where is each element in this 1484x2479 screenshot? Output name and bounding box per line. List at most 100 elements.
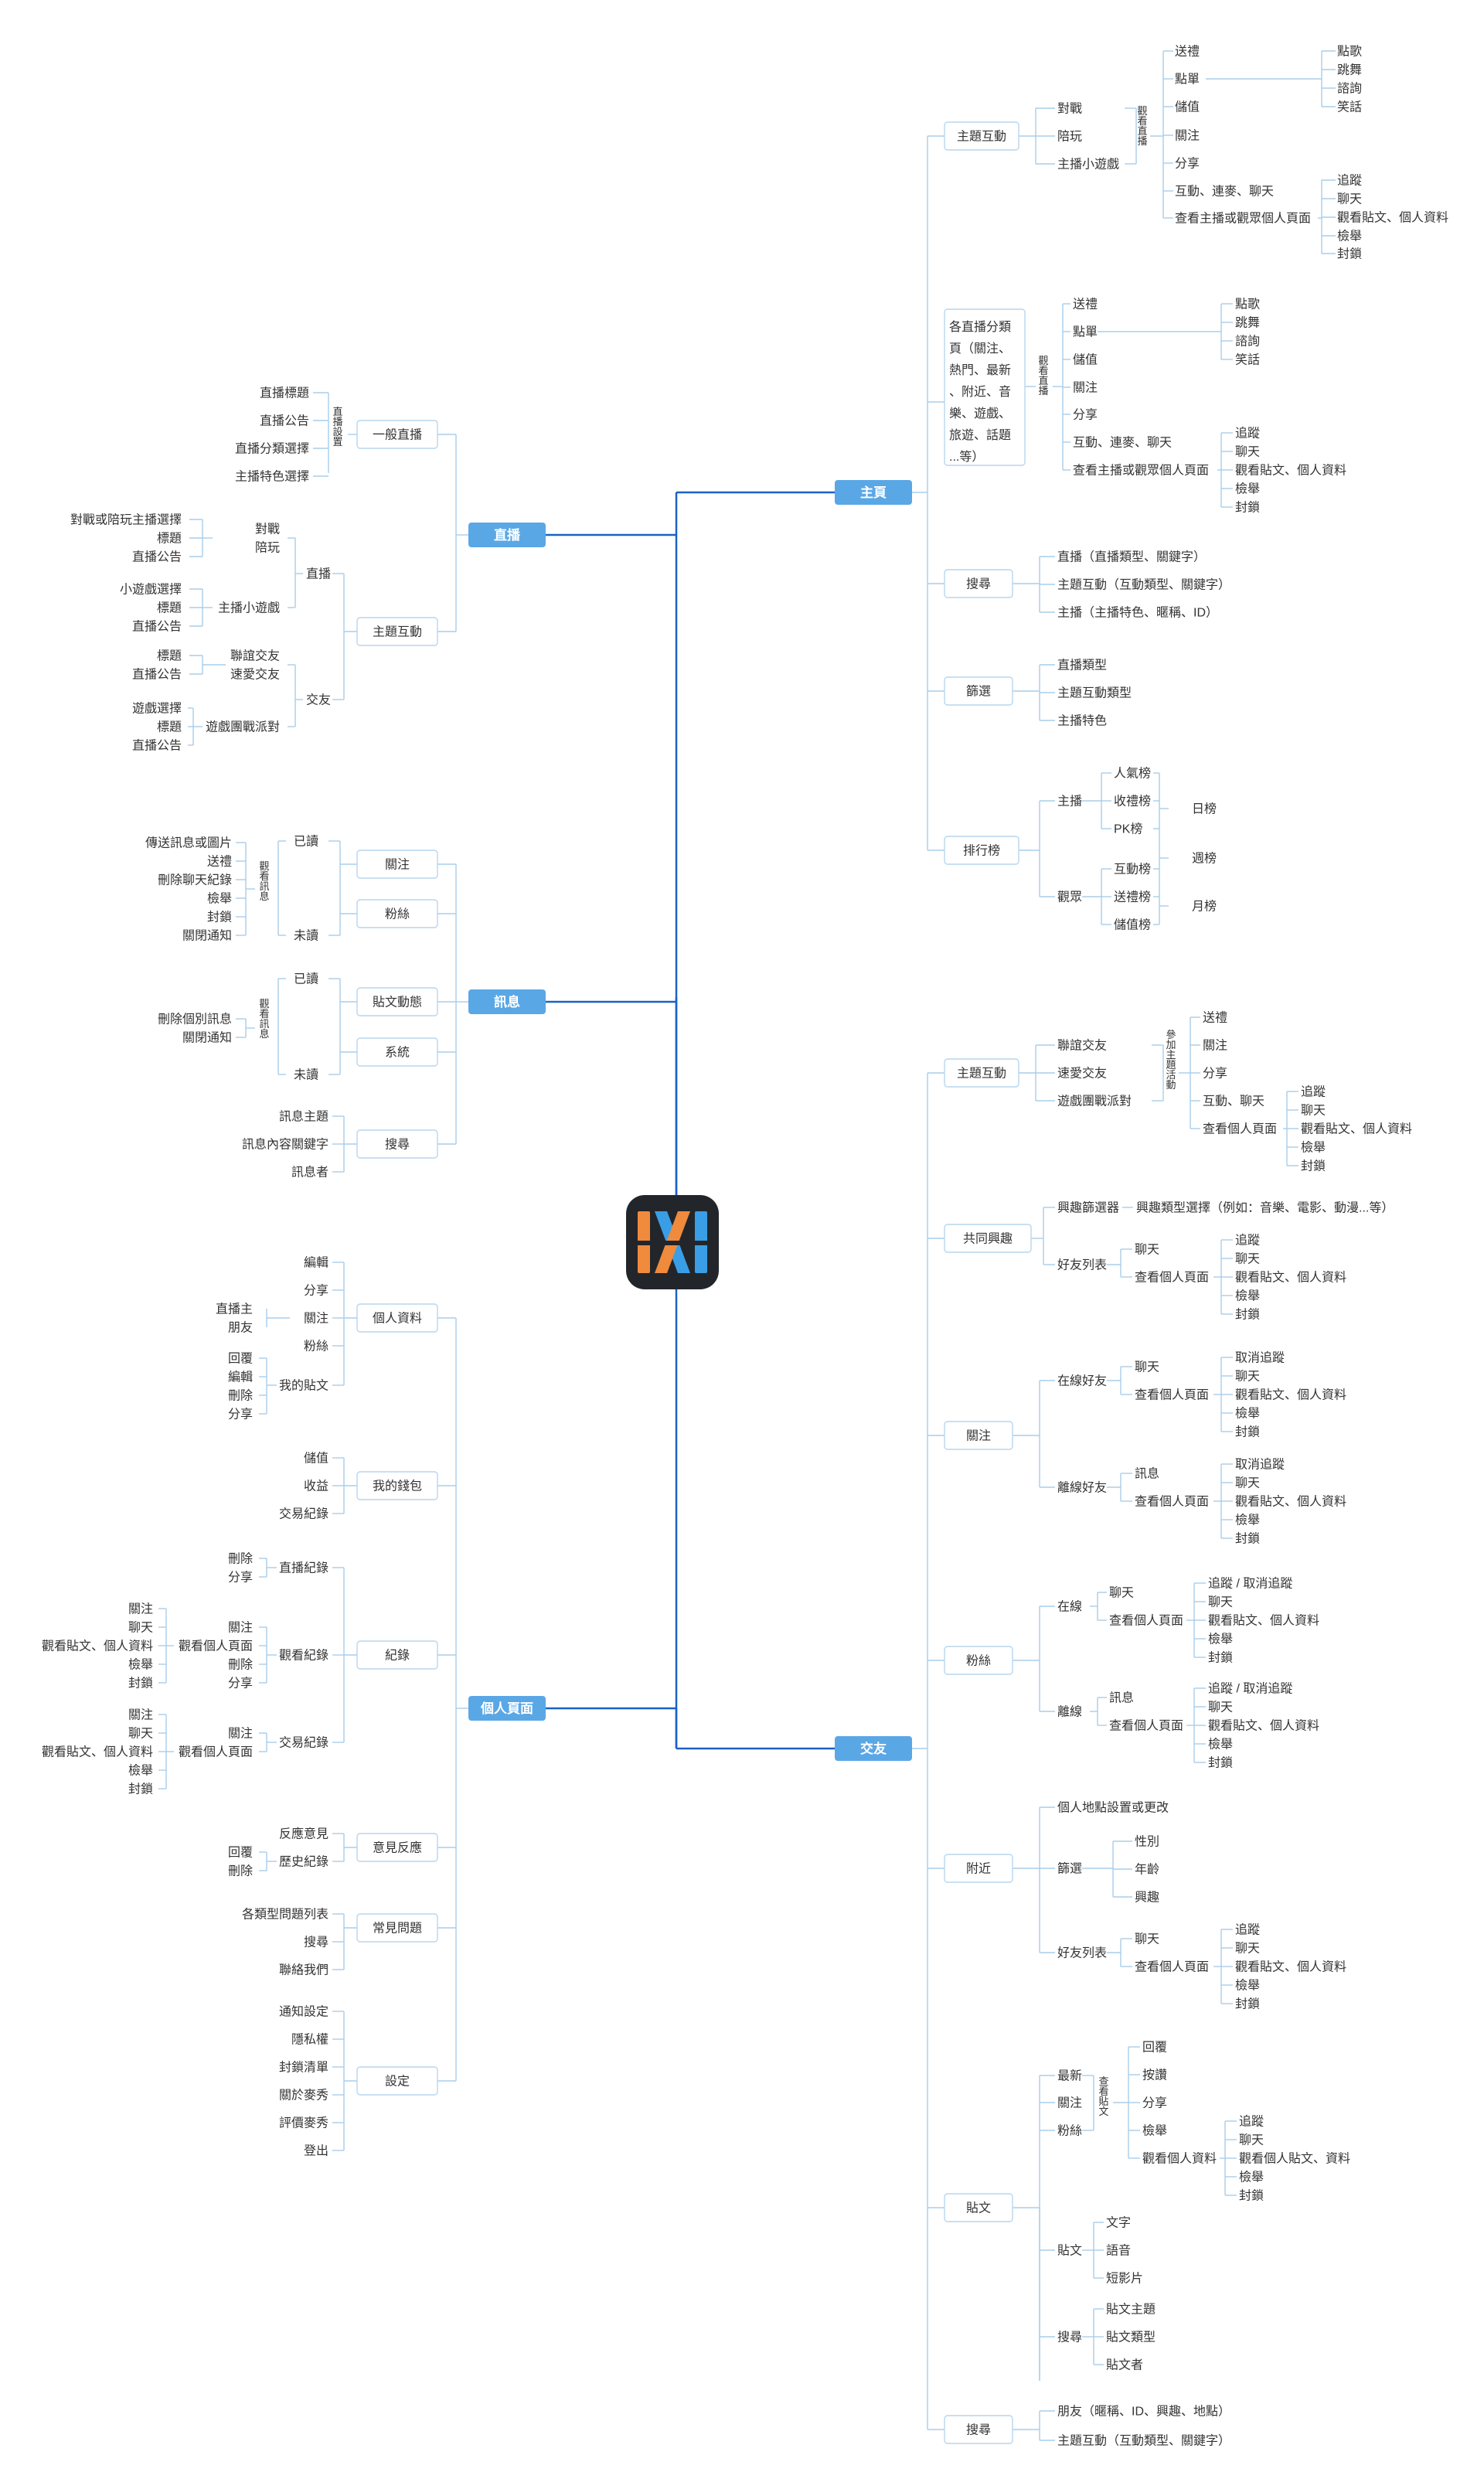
node-xunxi[interactable]	[468, 989, 546, 1014]
node-zhuye-label: 主頁	[860, 485, 887, 500]
geren-post-分享: 分享	[228, 1408, 253, 1422]
jiaoyou-topic-box[interactable]	[944, 1058, 1019, 1088]
zhuye-profile-封鎖: 封鎖	[1337, 247, 1362, 261]
geren-設定-box[interactable]	[356, 2066, 438, 2096]
zhuye-topic-interaction-box[interactable]	[944, 121, 1019, 151]
xunxi-系統-box[interactable]	[356, 1037, 438, 1067]
geren-watch-sub-封鎖: 封鎖	[128, 1677, 153, 1691]
svg-text:各直播分類: 各直播分類	[949, 320, 1011, 334]
svg-text:加: 加	[1166, 1039, 1176, 1051]
jiaoyou-follow-離線好友: 離線好友	[1057, 1481, 1107, 1495]
jiaoyou-nearby-年齡: 年齡	[1135, 1863, 1159, 1877]
zhibo-normal-box[interactable]	[356, 420, 438, 449]
jiaoyou-interest: 共同興趣	[963, 1232, 1013, 1246]
zhuye-cat-profile-檢舉: 檢舉	[1235, 482, 1260, 496]
zhuye-order-跳舞: 跳舞	[1337, 63, 1362, 77]
zhuye-cat-item-送禮: 送禮	[1073, 298, 1098, 312]
geren-常見問題-box[interactable]	[356, 1913, 438, 1943]
zhuye-filter: 篩選	[966, 685, 991, 699]
geren-wallet-收益: 收益	[304, 1480, 328, 1493]
geren-watch-觀看個人頁面: 觀看個人頁面	[179, 1640, 253, 1653]
zhuye-cat-order-諮詢: 諮詢	[1235, 335, 1260, 349]
xunxi-系統: 系統	[385, 1046, 410, 1060]
zhibo-social: 聯誼交友	[230, 649, 280, 663]
geren-trade-sub-聊天: 聊天	[128, 1727, 153, 1741]
svg-text:播: 播	[1137, 135, 1147, 147]
zhuye-ranking-box[interactable]	[944, 836, 1019, 865]
svg-text:觀: 觀	[1137, 105, 1147, 117]
zhuye-cat-order-笑話: 笑話	[1235, 353, 1260, 367]
zhuye-rank-送禮榜: 送禮榜	[1114, 890, 1151, 904]
svg-text:直: 直	[1137, 125, 1147, 137]
geren-setting-通知設定: 通知設定	[279, 2005, 328, 2019]
svg-text:貼: 貼	[1098, 2096, 1108, 2107]
svg-text:觀: 觀	[1038, 355, 1048, 366]
zhibo-normal-直播標題: 直播標題	[260, 386, 309, 400]
zhuye-topic-interaction: 主題互動	[957, 130, 1006, 144]
jiaoyou-nearby-chat: 聊天	[1135, 1932, 1159, 1946]
zhibo-party-標題: 標題	[157, 720, 182, 734]
svg-text:看: 看	[1137, 115, 1147, 127]
zhibo-battle-標題: 標題	[157, 532, 182, 546]
jiaoyou-fans-1-sub-追蹤-取消追蹤: 追蹤 / 取消追蹤	[1208, 1682, 1292, 1696]
geren-意見反應-box[interactable]	[356, 1833, 438, 1862]
xunxi-粉絲-box[interactable]	[356, 899, 438, 928]
zhuye-ranking: 排行榜	[963, 844, 1000, 858]
jiaoyou-interest-sub-檢舉: 檢舉	[1235, 1289, 1260, 1303]
xunxi-搜尋-box[interactable]	[356, 1129, 438, 1159]
jiaoyou-topic-item-互動-聊天: 互動、聊天	[1203, 1095, 1264, 1108]
jiaoyou-follow-box[interactable]	[944, 1421, 1013, 1450]
xunxi-關注-box[interactable]	[356, 850, 438, 879]
jiaoyou-fans-box[interactable]	[944, 1646, 1013, 1675]
zhuye-profile-檢舉: 檢舉	[1337, 230, 1362, 243]
geren-紀錄-box[interactable]	[356, 1640, 438, 1670]
xunxi-unread: 未讀	[294, 929, 318, 943]
zhibo-social-標題: 標題	[157, 649, 182, 663]
zhibo-topic-box[interactable]	[356, 617, 438, 646]
geren-profile-關注: 關注	[304, 1312, 328, 1326]
zhuye-search-box[interactable]	[944, 569, 1013, 598]
jiaoyou-nearby-box[interactable]	[944, 1854, 1013, 1883]
xunxi-貼文動態-box[interactable]	[356, 987, 438, 1016]
zhuye-rank-日榜: 日榜	[1192, 802, 1217, 816]
jiaoyou-topic-profile-追蹤: 追蹤	[1301, 1085, 1326, 1099]
geren-setting-關於麥秀: 關於麥秀	[279, 2089, 328, 2103]
zhuye-filter-box[interactable]	[944, 676, 1013, 706]
xunxi-關注: 關注	[385, 858, 410, 872]
jiaoyou-interest-sub-觀看貼文-個人資料: 觀看貼文、個人資料	[1235, 1271, 1346, 1285]
jiaoyou-fans-在線: 在線	[1057, 1600, 1082, 1614]
jiaoyou-post-box[interactable]	[944, 2193, 1013, 2222]
xunxi-read2-刪除個別訊息: 刪除個別訊息	[158, 1013, 232, 1027]
svg-text:看: 看	[1038, 365, 1048, 376]
jiaoyou-topic-item-送禮: 送禮	[1203, 1011, 1227, 1025]
xunxi-read-送禮: 送禮	[207, 855, 232, 869]
node-zhibo[interactable]	[468, 523, 546, 547]
jiaoyou-nearby-location: 個人地點設置或更改	[1057, 1801, 1169, 1815]
zhibo-normal-直播分類選擇: 直播分類選擇	[235, 442, 309, 456]
zhuye-topic-對戰: 對戰	[1057, 102, 1082, 116]
jiaoyou-follow-1-sub-聊天: 聊天	[1235, 1476, 1260, 1490]
jiaoyou-search-box[interactable]	[944, 2415, 1013, 2444]
node-zhuye[interactable]	[835, 480, 912, 505]
geren-我的錢包-box[interactable]	[356, 1471, 438, 1500]
zhuye-rank-host: 主播	[1057, 795, 1082, 809]
zhibo-accompany: 陪玩	[255, 541, 280, 555]
zhuye-category-box[interactable]	[944, 308, 1026, 466]
svg-text:播: 播	[332, 416, 342, 427]
jiaoyou-follow-1-訊息: 訊息	[1135, 1467, 1159, 1481]
geren-個人資料-box[interactable]	[356, 1303, 438, 1333]
jiaoyou-nearby-filter: 篩選	[1057, 1862, 1082, 1876]
xunxi-貼文動態: 貼文動態	[373, 996, 422, 1010]
jiaoyou-interest-box[interactable]	[944, 1224, 1032, 1253]
jiaoyou-topic-遊戲團戰派對: 遊戲團戰派對	[1057, 1095, 1132, 1108]
jiaoyou-post-search: 搜尋	[1057, 2331, 1082, 2344]
jiaoyou-post-view-粉絲: 粉絲	[1057, 2124, 1082, 2138]
node-geren[interactable]	[468, 1696, 546, 1721]
zhuye-order-諮詢: 諮詢	[1337, 82, 1362, 96]
node-jiaoyou[interactable]	[835, 1736, 912, 1761]
app-logo-icon	[626, 1195, 719, 1289]
geren-live-record-分享: 分享	[228, 1571, 253, 1585]
jiaoyou-post-action-分享: 分享	[1142, 2096, 1167, 2110]
zhuye-cat-item-分享: 分享	[1073, 408, 1098, 422]
